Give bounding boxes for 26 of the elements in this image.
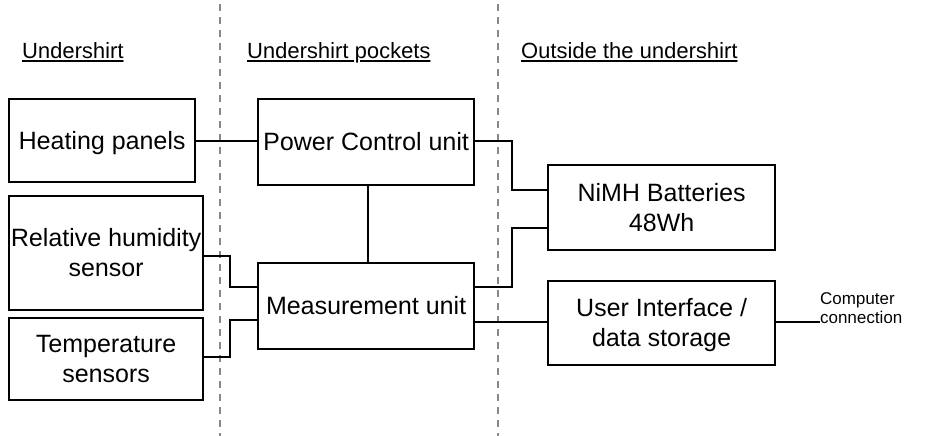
- connector-line: [475, 227, 547, 288]
- block-label: Power Control unit: [263, 127, 469, 157]
- block-box: [547, 164, 776, 251]
- block-box: [8, 98, 196, 183]
- block-box: [257, 262, 475, 350]
- connector-line: [204, 255, 257, 288]
- column-heading: Outside the undershirt: [521, 38, 738, 64]
- block-label: NiMH Batteries 48Wh: [576, 178, 747, 238]
- connector-line: [475, 321, 547, 323]
- block-box: [257, 98, 475, 186]
- connector-line: [367, 186, 369, 262]
- connector-line: [475, 140, 547, 191]
- block-label: Measurement unit: [266, 291, 466, 321]
- block-box: [8, 317, 204, 401]
- column-heading: Undershirt pockets: [247, 38, 430, 64]
- block-label: Relative humidity sensor: [10, 223, 202, 283]
- connector-line: [204, 319, 257, 358]
- block-box: [547, 280, 776, 366]
- column-heading: Undershirt: [22, 38, 124, 64]
- block-label: Heating panels: [18, 126, 186, 156]
- block-label: User Interface / data storage: [575, 293, 748, 353]
- connector-line: [196, 140, 257, 142]
- block-box: [8, 195, 204, 311]
- block-label: Temperature sensors: [34, 329, 178, 389]
- connector-line: [776, 321, 820, 323]
- block-label: Computer connection: [820, 290, 904, 328]
